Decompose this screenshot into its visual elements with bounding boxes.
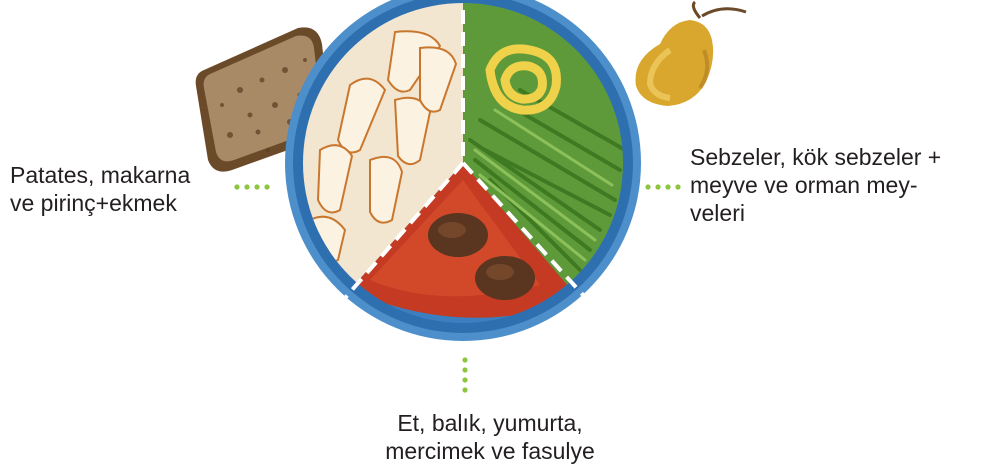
starches-label-line: Patates, makarna: [10, 161, 190, 189]
proteins-label: Et, balık, yumurta, mercimek ve fasulye: [330, 409, 650, 465]
vegetables-label-line: meyve ve orman mey-: [690, 171, 941, 199]
proteins-label-line: Et, balık, yumurta,: [330, 409, 650, 437]
proteins-label-line: mercimek ve fasulye: [330, 437, 650, 465]
pear-icon: [636, 2, 747, 106]
vegetables-label-line: Sebzeler, kök sebzeler +: [690, 143, 941, 171]
vegetables-label: Sebzeler, kök sebzeler + meyve ve orman …: [690, 143, 941, 227]
starches-label-line: ve pirinç+ekmek: [10, 189, 190, 217]
starches-label: Patates, makarna ve pirinç+ekmek: [10, 161, 190, 217]
vegetables-label-line: veleri: [690, 199, 941, 227]
